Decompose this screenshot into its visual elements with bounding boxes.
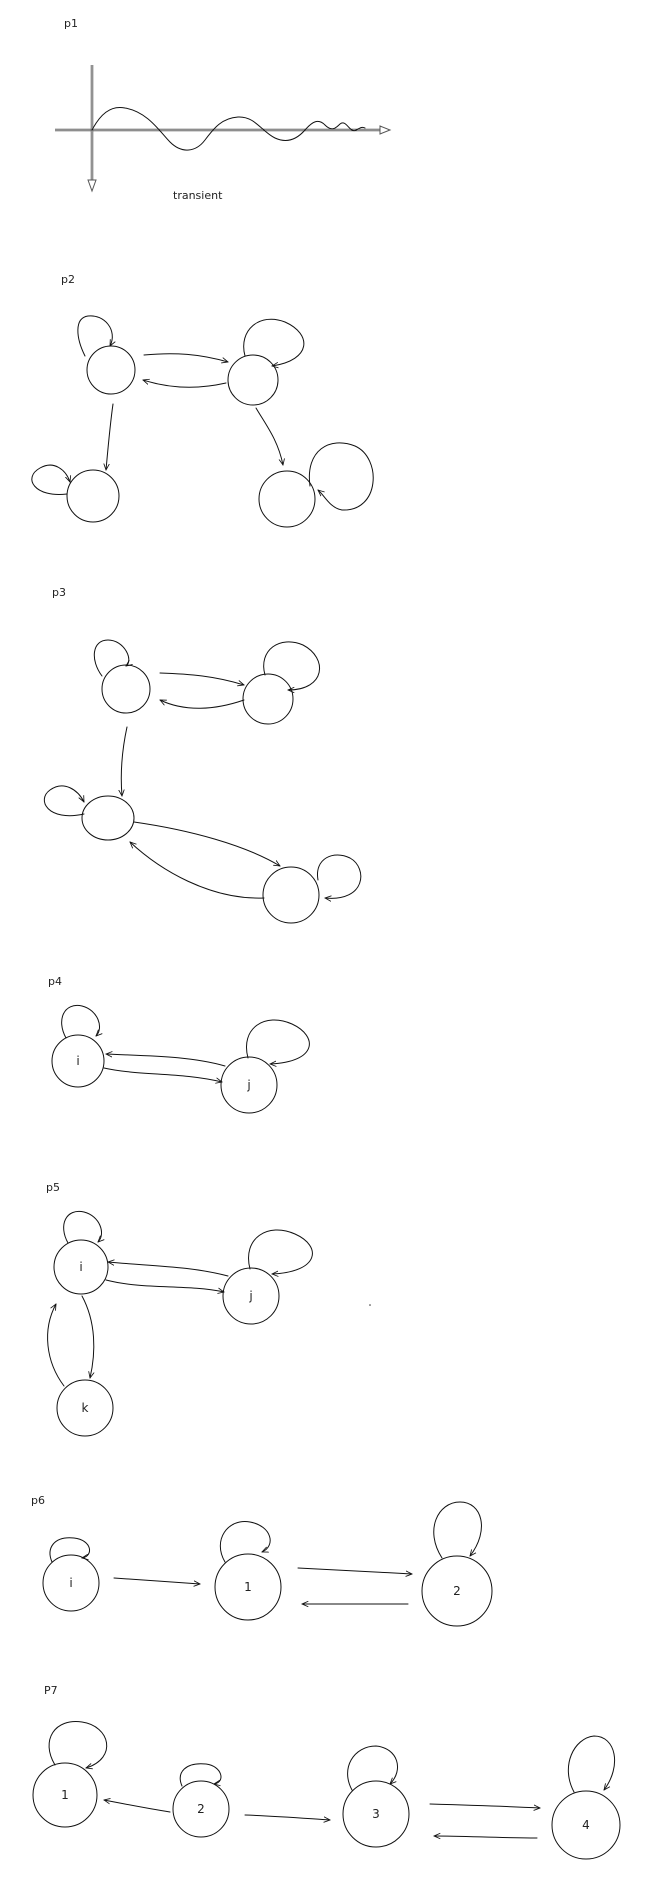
p5-node-j [222, 1267, 280, 1325]
p5-edge-k-i [47, 1304, 65, 1387]
p2-self-loop-d [308, 442, 374, 511]
p6-node-i [42, 1554, 100, 1612]
stray-dot [369, 1304, 371, 1306]
p5-node-k-label: k [82, 1401, 89, 1415]
p7-edge-2-1 [104, 1800, 171, 1813]
p7-self-loop-3 [347, 1745, 398, 1791]
p6-self-loop-i [49, 1537, 90, 1563]
p5-self-loop-i [63, 1210, 102, 1244]
p3-self-loop-c [43, 785, 85, 817]
p4-edge-i-j [103, 1067, 222, 1082]
panel-p6: p6 i 1 2 [31, 1494, 493, 1627]
p7-node-3-label: 3 [372, 1807, 380, 1821]
p7-edge-2-3 [244, 1814, 330, 1820]
p3-edge-a-c [121, 726, 128, 796]
p2-edge-b-d [255, 407, 283, 465]
p3-edge-c-d [133, 821, 280, 866]
p5-node-j-label: j [248, 1289, 252, 1303]
p7-node-1-label: 1 [61, 1788, 69, 1802]
p5-edge-i-j [105, 1279, 224, 1292]
p7-node-2-label: 2 [197, 1802, 205, 1816]
p6-self-loop-2 [433, 1501, 482, 1559]
p5-node-i-label: i [79, 1260, 82, 1274]
p7-node-1 [32, 1762, 98, 1828]
p2-self-loop-c [31, 464, 70, 495]
p4-node-i [51, 1034, 105, 1088]
p6-node-1-label: 1 [244, 1580, 252, 1594]
p6-self-loop-1 [219, 1521, 271, 1563]
p3-edge-b-a [160, 699, 245, 709]
panel-label-p5: p5 [46, 1181, 60, 1194]
panel-label-p2: p2 [61, 273, 75, 286]
p2-edge-a-c [106, 403, 114, 470]
p4-self-loop-i [61, 1004, 100, 1039]
panel-label-p3: p3 [52, 586, 66, 599]
p2-node-b [227, 354, 279, 406]
p1-caption: transient [173, 189, 223, 202]
panel-p7: P7 1 2 3 4 [32, 1684, 621, 1860]
p6-edge-1-2 [297, 1567, 412, 1574]
p6-node-2-label: 2 [453, 1584, 461, 1598]
p6-node-1 [214, 1553, 282, 1621]
p3-edge-d-c [130, 842, 265, 899]
panel-label-p1: p1 [64, 17, 78, 30]
p5-edge-i-k [81, 1295, 94, 1378]
p7-self-loop-1 [48, 1721, 107, 1768]
y-axis-arrow [87, 179, 97, 193]
p3-node-a [101, 664, 151, 714]
p4-edge-j-i [106, 1054, 226, 1067]
p2-node-c [66, 469, 120, 523]
panel-label-p7: P7 [44, 1684, 58, 1697]
p6-node-i-label: i [69, 1576, 72, 1590]
p7-node-2 [172, 1780, 230, 1838]
panel-label-p4: p4 [48, 975, 62, 988]
p3-node-d [262, 866, 320, 924]
p2-self-loop-a [77, 315, 112, 357]
p7-self-loop-4 [568, 1735, 616, 1793]
p7-edge-3-4 [429, 1803, 540, 1808]
p4-node-j [220, 1056, 278, 1114]
p2-self-loop-b [243, 318, 305, 366]
p5-self-loop-j [248, 1229, 313, 1274]
p2-edge-a-b [143, 353, 228, 362]
p7-node-3 [342, 1780, 410, 1848]
p5-node-k [56, 1379, 114, 1437]
p2-edge-b-a [143, 380, 227, 388]
p7-self-loop-2 [179, 1763, 222, 1787]
panel-p2: p2 [31, 273, 374, 528]
p7-edge-4-3 [434, 1836, 538, 1838]
p3-edge-a-b [159, 672, 244, 685]
p3-node-c [81, 795, 135, 841]
p3-self-loop-d [317, 854, 362, 898]
damped-wave [91, 106, 366, 151]
p4-node-j-label: j [246, 1078, 250, 1092]
panel-p3: p3 [43, 586, 362, 924]
panel-p5: p5 i j k [46, 1181, 371, 1437]
panel-label-p6: p6 [31, 1494, 45, 1507]
p3-self-loop-b [263, 641, 320, 690]
p4-self-loop-j [246, 1019, 310, 1064]
p3-self-loop-a [93, 639, 129, 677]
p2-node-d [258, 470, 316, 528]
p5-edge-j-i [108, 1262, 229, 1277]
p2-node-a [86, 345, 136, 395]
p6-edge-i-1 [113, 1577, 200, 1584]
panel-p4: p4 i j [48, 975, 310, 1114]
p4-node-i-label: i [76, 1054, 79, 1068]
p3-node-b [242, 673, 294, 725]
p7-node-4-label: 4 [582, 1818, 590, 1832]
p7-node-4 [551, 1790, 621, 1860]
p6-node-2 [421, 1555, 493, 1627]
panel-p1: p1 transient [55, 17, 392, 202]
p5-node-i [53, 1239, 109, 1295]
x-axis-arrow [379, 125, 392, 135]
